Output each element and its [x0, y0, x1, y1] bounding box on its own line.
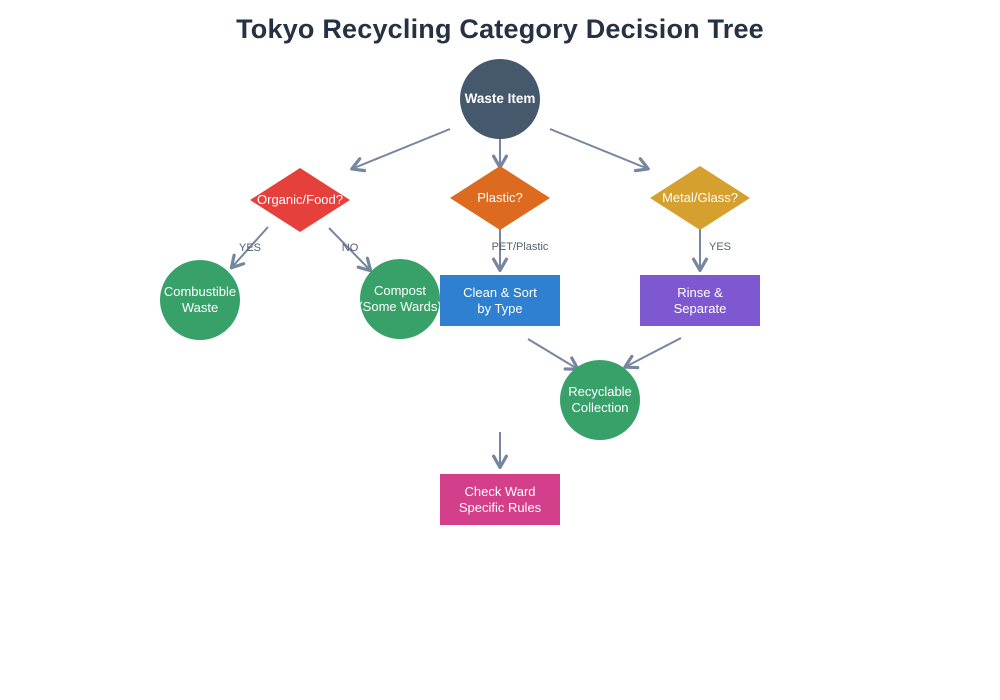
node-compost-line2: (Some Wards): [358, 299, 442, 314]
edge-cleansort-to-recyclable: [527, 338, 580, 371]
node-rinse-separate-line2: Separate: [673, 300, 727, 316]
node-organic-food-label: Organic/Food?: [257, 192, 343, 207]
edge-waste-to-metal: [549, 128, 650, 173]
node-check-ward-line2: Specific Rules: [458, 499, 542, 515]
node-metal-glass-label: Metal/Glass?: [662, 190, 738, 205]
node-rinse-separate: Rinse & Separate: [640, 275, 760, 326]
node-recyclable-line1: Recyclable: [568, 384, 632, 399]
edge-organic-to-compost: [328, 227, 373, 273]
node-check-ward-line1: Check Ward: [464, 483, 536, 499]
edge-waste-to-organic: [350, 128, 451, 173]
node-check-ward-rules: Check Ward Specific Rules: [440, 474, 560, 525]
node-clean-sort-line2: by Type: [477, 300, 523, 316]
node-rinse-separate-line1: Rinse &: [677, 284, 723, 300]
node-waste-item-label: Waste Item: [464, 91, 536, 106]
edge-organic-to-combustible: [229, 226, 269, 270]
node-compost: Compost (Some Wards): [358, 259, 442, 339]
node-waste-item: Waste Item: [460, 59, 540, 139]
node-metal-glass-decision: Metal/Glass?: [650, 166, 750, 230]
node-combustible-line2: Waste: [181, 300, 219, 315]
node-plastic-decision: Plastic?: [450, 166, 550, 230]
edge-rinse-to-recyclable: [623, 337, 682, 370]
node-recyclable-line2: Collection: [571, 400, 629, 415]
node-plastic-label: Plastic?: [477, 190, 523, 205]
node-combustible-line1: Combustible: [163, 284, 237, 299]
edge-label-yes-right: YES: [709, 241, 731, 253]
node-clean-sort-line1: Clean & Sort: [463, 284, 537, 300]
node-recyclable-collection: Recyclable Collection: [560, 360, 640, 440]
edge-label-yes-left: YES: [239, 242, 261, 254]
node-combustible-waste: Combustible Waste: [160, 260, 240, 340]
edge-label-pet-plastic: PET/Plastic: [492, 241, 549, 253]
node-organic-food-decision: Organic/Food?: [250, 168, 350, 232]
node-clean-sort: Clean & Sort by Type: [440, 275, 560, 326]
node-compost-line1: Compost: [373, 283, 427, 298]
edge-label-no: NO: [342, 242, 359, 254]
diagram-title: Tokyo Recycling Category Decision Tree: [236, 14, 764, 44]
